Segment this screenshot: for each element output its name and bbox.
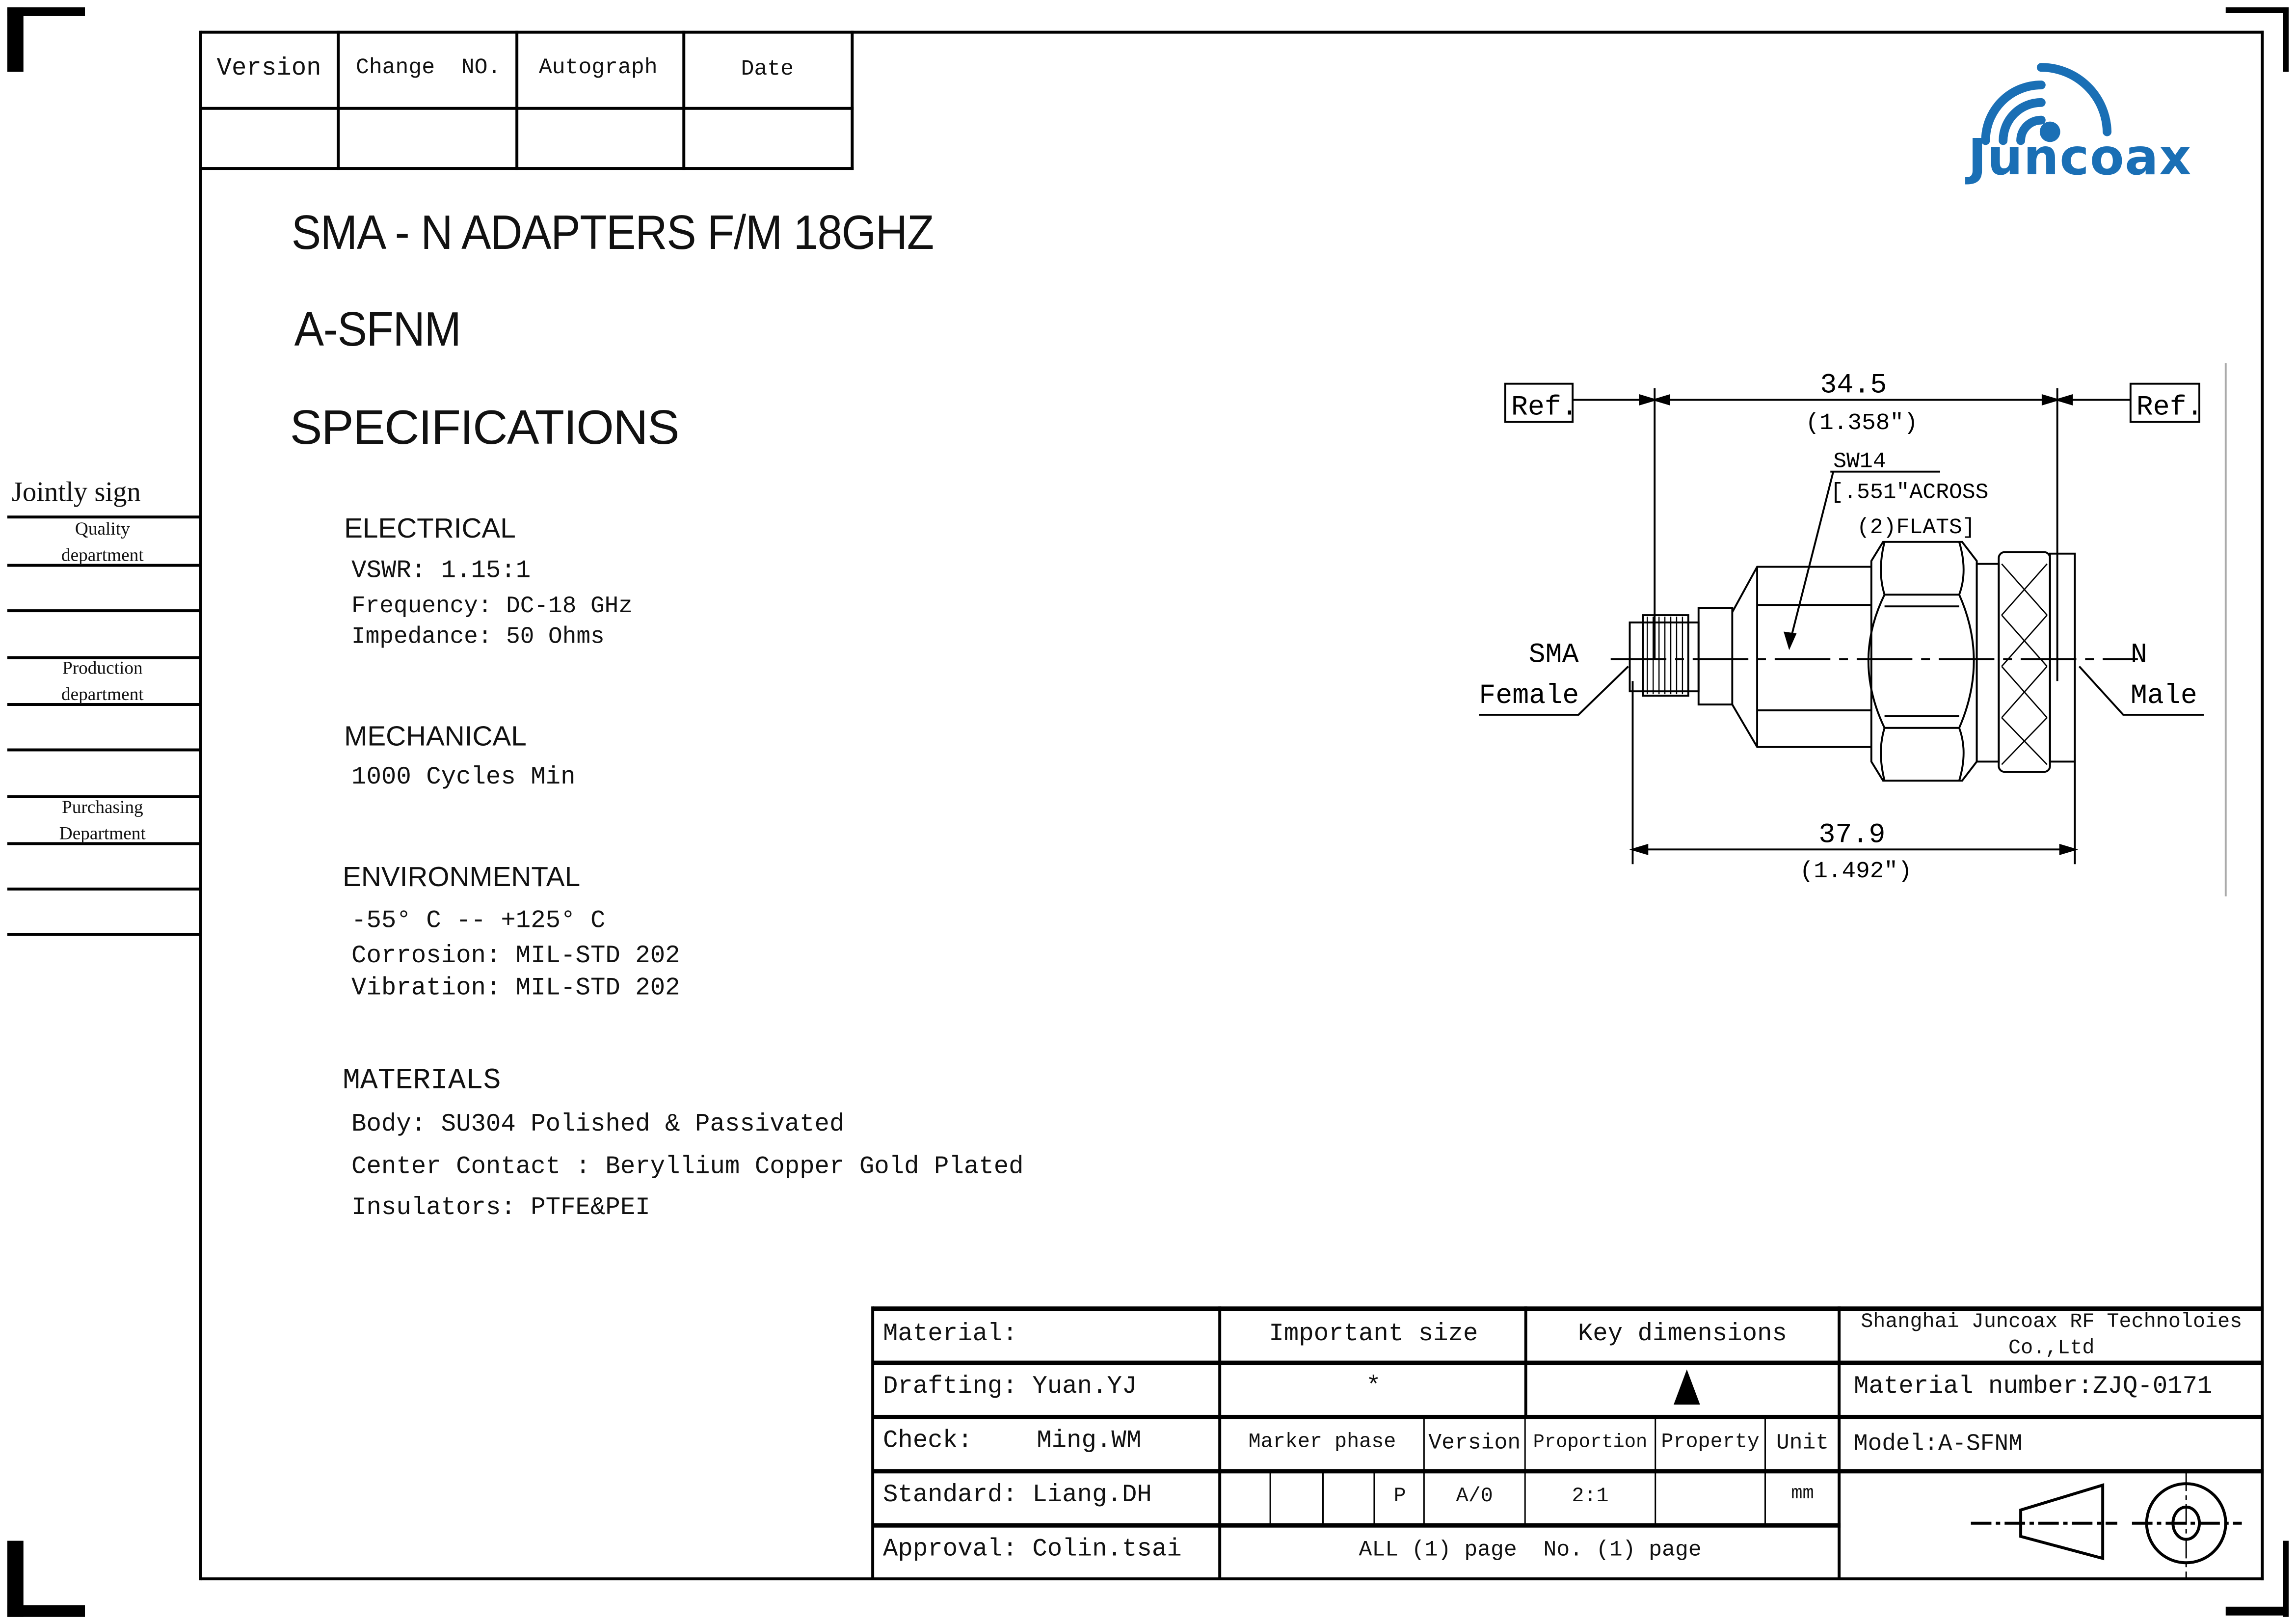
logo-signal-icon [1981,63,2112,145]
projection-symbol-icon [1971,1470,2242,1579]
check-name: Ming.WM [1037,1428,1142,1456]
dim-bottom-mm: 37.9 [1818,819,1885,851]
spec-line: 1000 Cycles Min [351,764,576,793]
logo-text: Juncoax [1968,129,2192,188]
rev-header-date: Date [741,57,794,82]
frame-left [199,30,202,1581]
section-heading: ELECTRICAL [344,514,516,545]
sign-purchasing-department: Purchasing Department [59,796,146,844]
material-field: Material: [882,1321,1017,1349]
corner-mark [7,7,24,72]
key-dimension-triangle-icon [1674,1369,1700,1405]
dim-top-mm: 34.5 [1820,370,1887,402]
sign-production-department: Production department [61,657,144,705]
spec-line: Impedance: 50 Ohms [351,623,605,650]
ref-right-label: Ref. [2136,392,2203,423]
sma-label: SMA [1529,639,1579,671]
proportion-header: Proportion [1533,1431,1648,1453]
dim-top-inch: (1.358") [1806,410,1918,436]
page-count: ALL (1) page No. (1) page [1359,1538,1702,1563]
spec-line: Vibration: MIL-STD 202 [351,975,680,1003]
spec-line: Corrosion: MIL-STD 202 [351,943,680,971]
spec-line: Insulators: PTFE&PEI [351,1195,650,1223]
spec-line: Body: SU304 Polished & Passivated [351,1111,845,1140]
corner-mark [2283,1541,2289,1617]
marker-phase-value: P [1393,1485,1406,1509]
check-label: Check: [882,1428,973,1456]
ref-left-label: Ref. [1511,392,1578,423]
unit-header: Unit [1776,1431,1829,1456]
model-number: Model:A-SFNM [1853,1431,2023,1458]
ref-box-right [2129,382,2201,423]
section-heading: MATERIALS [343,1064,501,1099]
product-title: SMA - N ADAPTERS F/M 18GHZ [291,205,934,260]
version-header: Version [1428,1431,1521,1456]
standard-field: Standard: Liang.DH [882,1482,1152,1510]
corner-mark [2225,7,2289,13]
corner-mark [7,1605,85,1617]
dim-bottom-inch: (1.492") [1800,858,1912,885]
rev-header-autograph: Autograph [538,55,658,81]
important-size-header: Important size [1269,1321,1478,1349]
drafting-field: Drafting: Yuan.YJ [882,1374,1137,1402]
proportion-value: 2:1 [1572,1485,1609,1509]
section-heading: MECHANICAL [344,722,527,753]
male-label: Male [2131,680,2197,712]
corner-mark [7,1541,24,1617]
marker-phase-header: Marker phase [1248,1431,1396,1455]
corner-mark [2283,7,2289,72]
approval-field: Approval: Colin.tsai [882,1536,1182,1565]
female-label: Female [1479,680,1579,712]
unit-value: mm [1791,1482,1814,1504]
wrench-size: SW14 [1833,450,1886,474]
version-value: A/0 [1456,1485,1493,1509]
sign-panel-title: Jointly sign [11,477,141,509]
spec-line: VSWR: 1.15:1 [351,558,531,586]
sign-quality-department: Quality department [61,518,144,566]
corner-mark [2225,1606,2289,1616]
frame-right [2261,30,2264,1581]
wrench-note-1: [.551"ACROSS [1830,480,1988,505]
specifications-heading: SPECIFICATIONS [290,400,680,454]
property-header: Property [1661,1431,1760,1455]
corner-mark [7,7,85,16]
frame-bottom [200,1577,2264,1581]
n-label: N [2131,639,2147,671]
material-number: Material number:ZJQ-0171 [1853,1374,2213,1402]
rev-header-change: Change NO. [355,55,501,81]
wrench-note-2: (2)FLATS] [1857,515,1976,540]
key-dimensions-header: Key dimensions [1577,1321,1787,1349]
spec-line: Frequency: DC-18 GHz [351,593,633,620]
spec-line: Center Contact : Beryllium Copper Gold P… [351,1154,1024,1182]
frame-top [200,30,2264,34]
rev-header-version: Version [216,55,321,84]
spec-line: -55° C -- +125° C [351,908,606,936]
model-title: A-SFNM [294,301,461,356]
section-heading: ENVIRONMENTAL [343,863,581,893]
important-size-mark: * [1366,1374,1381,1402]
ref-box-left [1504,382,1574,423]
